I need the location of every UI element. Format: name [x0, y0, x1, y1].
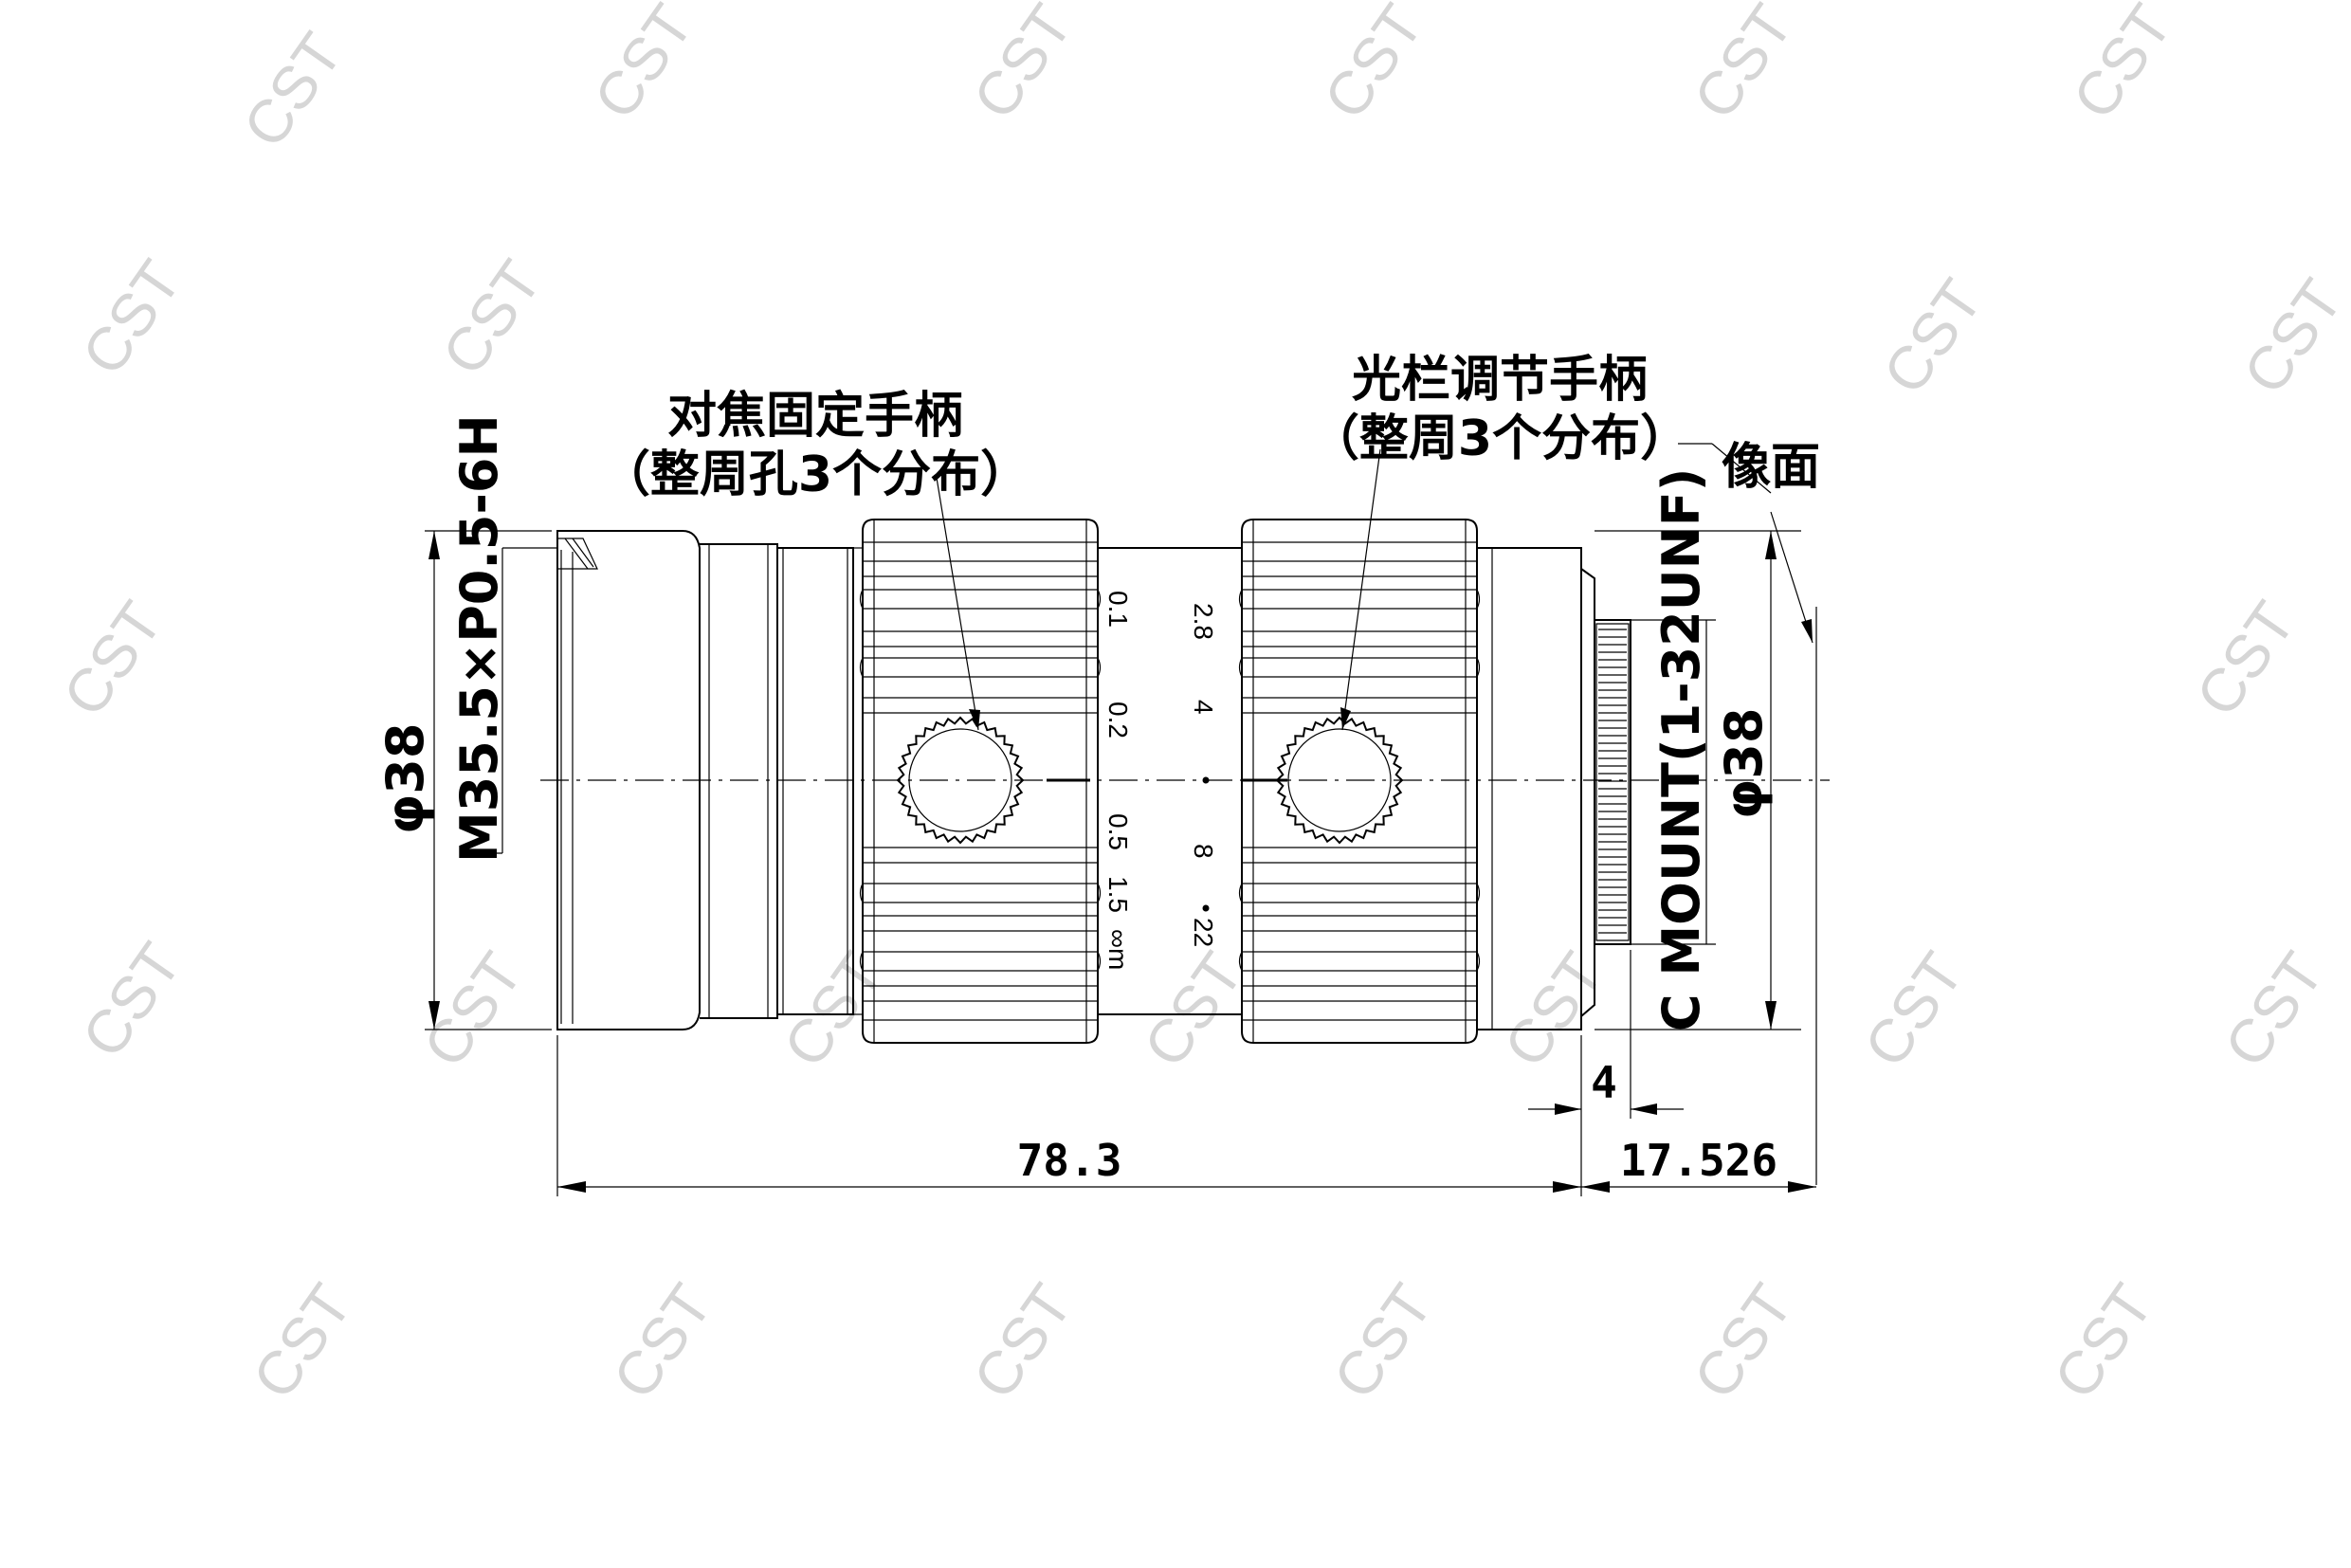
iris-scale-label: 2.8 — [1189, 603, 1218, 640]
length-dimension: 78.3 — [1017, 1135, 1122, 1186]
watermark-text: CST — [239, 1272, 364, 1411]
focus-scale-label: ∞m — [1103, 929, 1133, 970]
watermark-text: CST — [770, 940, 895, 1079]
watermark-text: CST — [1320, 1272, 1445, 1411]
iris-scale-label: 4 — [1189, 700, 1218, 715]
iris-scale-dot — [1202, 904, 1210, 912]
iris-scale-label: 22 — [1189, 918, 1218, 947]
iris-handle-title: 光栏调节手柄 — [1352, 352, 1648, 409]
watermark-text: CST — [959, 0, 1084, 131]
focus-scale-label: 0.1 — [1103, 591, 1133, 628]
watermark-text: CST — [1850, 940, 1976, 1079]
focus-scale: 0.1 0.2 0.5 1.5 ∞m — [1103, 591, 1133, 970]
watermark-text: CST — [428, 248, 554, 387]
watermark-text: CST — [229, 21, 355, 159]
dimension-lines — [425, 530, 1817, 1196]
focus-handle-title: 对焦固定手柄 — [667, 388, 963, 445]
iris-ring-grip-lines — [1238, 541, 1481, 1021]
watermark-text: CST — [2211, 940, 2336, 1079]
watermark-text: CST — [599, 1272, 724, 1411]
watermark-text: CST — [2040, 1272, 2165, 1411]
focus-lock-knob — [896, 716, 1025, 845]
rear-body — [1477, 547, 1595, 1030]
watermark-text: CST — [1680, 0, 1805, 131]
front-thread-label: M35.5×P0.5-6H — [449, 414, 509, 863]
focus-scale-label: 0.2 — [1103, 702, 1133, 738]
rear-diameter-label: φ38 — [1714, 708, 1774, 819]
watermark-text: CST — [959, 1272, 1084, 1411]
iris-scale-dot — [1202, 776, 1210, 784]
c-mount-thread — [1595, 619, 1631, 945]
watermark-text: CST — [1680, 1272, 1805, 1411]
watermark-text: CST — [2230, 267, 2351, 406]
mount-length-dimension: 4 — [1591, 1057, 1617, 1108]
focus-scale-label: 0.5 — [1103, 813, 1133, 850]
watermark-text: CST — [1130, 940, 1255, 1079]
watermark-text: CST — [410, 940, 535, 1079]
watermark-text: CST — [68, 931, 193, 1069]
watermark-text: CST — [1310, 0, 1435, 131]
front-barrel — [556, 530, 854, 1030]
middle-tube — [1098, 547, 1242, 1015]
leader-lines — [936, 443, 1813, 731]
watermark-text: CST — [2059, 0, 2184, 131]
iris-ring — [1238, 519, 1481, 1044]
iris-handle-note: （整周3个分布） — [1310, 410, 1689, 467]
image-plane-label: 像面 — [1722, 439, 1820, 496]
watermark-text: CST — [68, 248, 193, 387]
focus-scale-label: 1.5 — [1103, 876, 1133, 913]
watermark-text: CST — [2182, 590, 2307, 728]
focus-ring-grip-lines — [859, 541, 1102, 1021]
flange-dimension: 17.526 — [1620, 1135, 1777, 1186]
watermark-text: CST — [49, 590, 174, 728]
annotation-labels: 对焦固定手柄 （整周孔3个分布） 光栏调节手柄 （整周3个分布） 像面 φ38 … — [375, 352, 1820, 1186]
watermark-text: CST — [580, 0, 705, 131]
focus-ring — [853, 519, 1102, 1044]
focus-handle-note: （整周孔3个分布） — [601, 447, 1030, 503]
mount-label: C MOUNT(1-32UNF) — [1651, 468, 1711, 1031]
watermark-text: CST — [1869, 267, 1995, 406]
iris-scale-label: 8 — [1189, 844, 1218, 859]
front-diameter-label: φ38 — [375, 723, 435, 834]
iris-scale: 2.8 4 8 22 — [1189, 603, 1218, 947]
